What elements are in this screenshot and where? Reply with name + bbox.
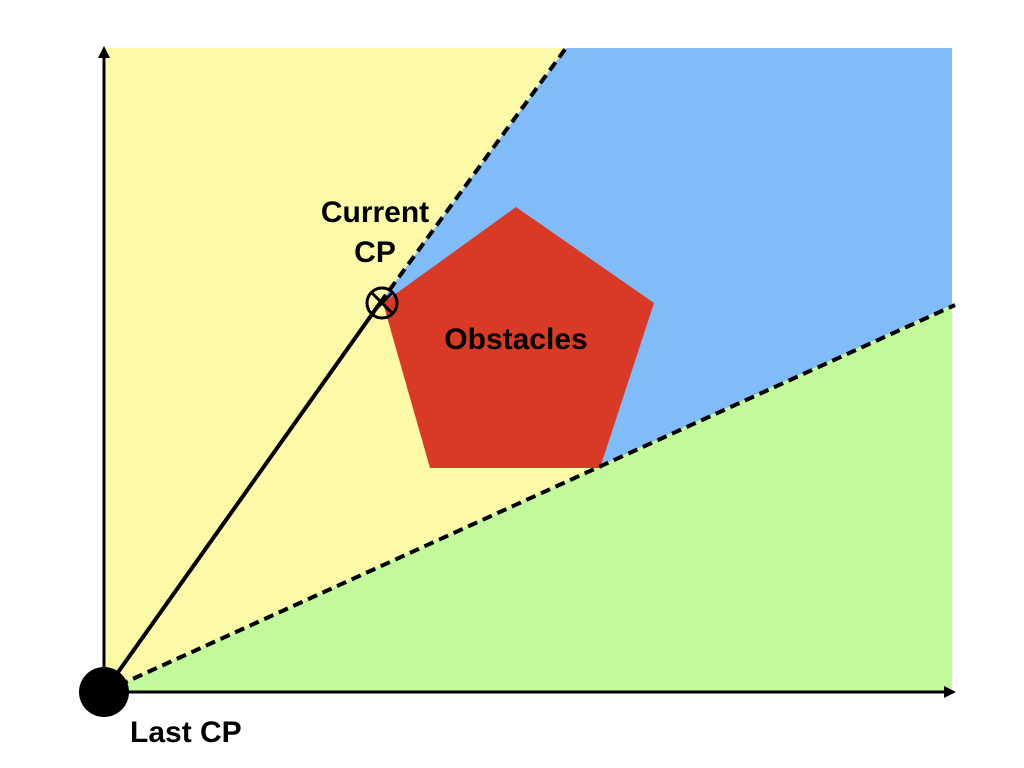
path-segment	[102, 301, 382, 694]
obstacle-label: Obstacles	[444, 323, 587, 356]
current-cp-label-line1: Current	[321, 196, 429, 229]
upper-dashed-boundary	[378, 46, 568, 305]
current-cp-label-line2: CP	[354, 236, 396, 269]
last-cp-label: Last CP	[130, 716, 242, 749]
last-cp-marker	[79, 667, 129, 717]
yellow-region	[104, 48, 566, 692]
current-cp-marker-icon	[365, 286, 399, 320]
obstacle-pentagon	[383, 207, 654, 468]
lower-dashed-boundary	[103, 303, 956, 694]
